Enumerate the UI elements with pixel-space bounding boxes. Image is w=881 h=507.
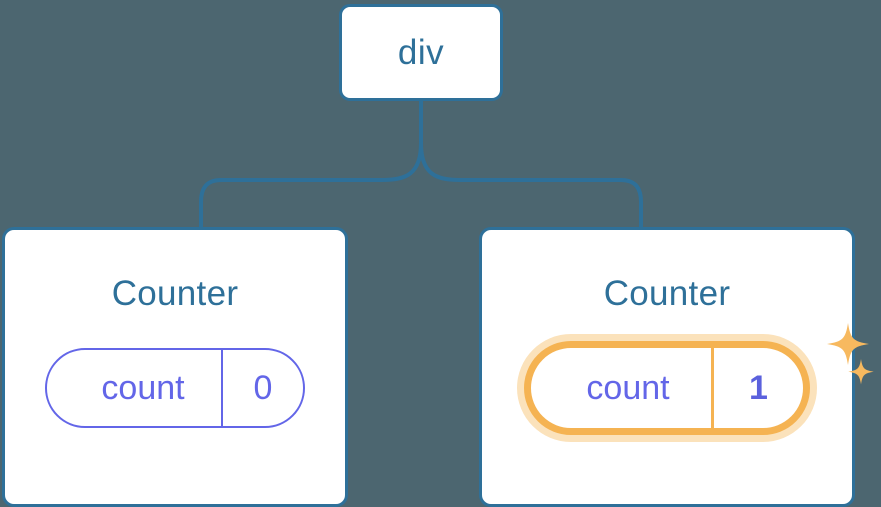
sparkle-large-icon (827, 323, 869, 365)
state-pill-left[interactable]: count 0 (45, 348, 305, 428)
state-pill-right-value: 1 (711, 348, 803, 428)
state-pill-right[interactable]: count 1 (524, 341, 810, 435)
node-div-label: div (397, 33, 445, 72)
sparkle-small-icon (848, 359, 874, 385)
sparkle-group (827, 323, 874, 385)
diagram-canvas: div Counter count 0 Counter count 1 (2, 4, 874, 507)
state-pill-left-key: count (101, 369, 185, 407)
node-counter-left-title: Counter (111, 274, 239, 313)
state-pill-right-wrapper: count 1 (524, 323, 874, 435)
node-counter-left[interactable]: Counter count 0 (2, 227, 348, 507)
node-counter-right[interactable]: Counter count 1 (479, 227, 874, 507)
edge-to-right-counter (419, 141, 643, 231)
state-pill-right-key: count (586, 369, 670, 407)
edge-to-left-counter (199, 141, 423, 231)
node-div[interactable]: div (339, 4, 503, 101)
state-pill-left-value: 0 (221, 350, 303, 426)
state-pill-left-wrapper: count 0 (45, 348, 305, 428)
node-counter-right-title: Counter (603, 274, 731, 313)
